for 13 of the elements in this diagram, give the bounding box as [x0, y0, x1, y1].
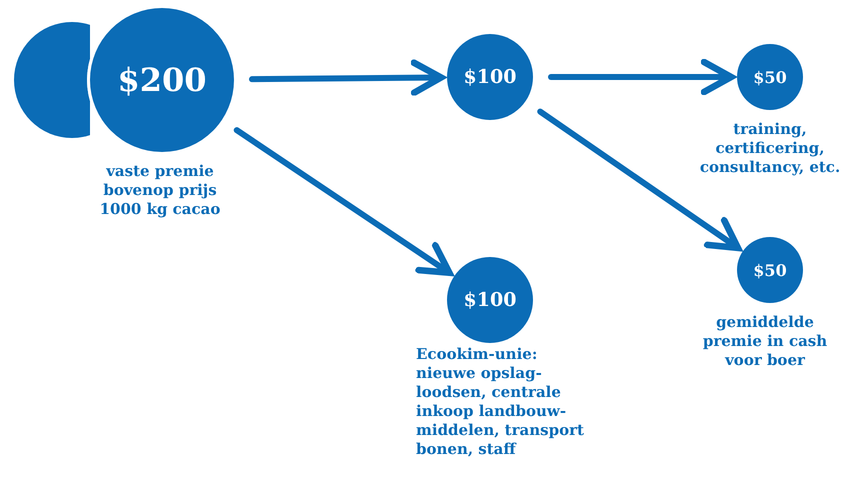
amount-label: $100	[464, 66, 516, 88]
arrow	[537, 108, 742, 252]
note-text: vaste premie bovenop prijs 1000 kg cacao	[98, 162, 222, 219]
note-text: training, certificering, consultancy, etc.	[698, 120, 842, 177]
arrow	[234, 127, 453, 276]
arrow	[249, 59, 444, 96]
note-text: gemiddelde premie in cash voor boer	[702, 313, 828, 370]
arrow	[548, 58, 734, 96]
amount-label: $50	[753, 260, 787, 280]
note-text: Ecookim-unie: nieuwe opslag-loodsen, centrale inkoop landbouw-middelen, transport bonen, staff	[416, 345, 585, 459]
amount-label: $200	[117, 61, 207, 99]
amount-label: $100	[464, 289, 516, 311]
amount-label: $50	[753, 68, 787, 86]
